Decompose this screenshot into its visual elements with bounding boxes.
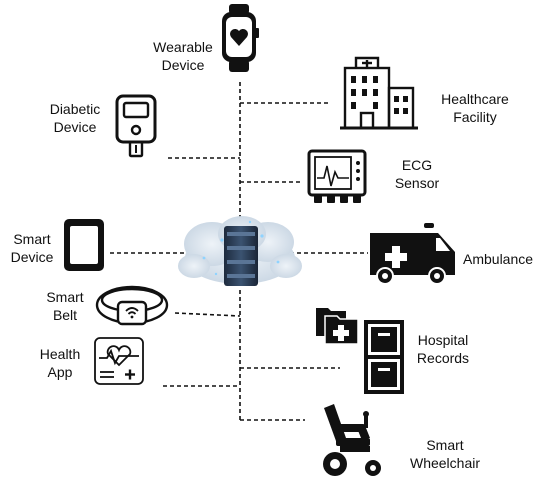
- healthcare-facility-label: Healthcare Facility: [432, 90, 518, 126]
- diabetic-device-label-line2: Device: [53, 119, 97, 135]
- healthcare-facility-label-line2: Facility: [453, 109, 497, 125]
- smart-belt-label-line1: Smart: [46, 289, 84, 305]
- ambulance-label-line1: Ambulance: [463, 251, 534, 267]
- wheelchair-icon: [323, 404, 381, 476]
- smart-belt-label-line2: Belt: [52, 307, 78, 323]
- wearable-device-label-line1: Wearable: [153, 39, 213, 55]
- ecg-sensor-label-line1: ECG: [401, 157, 433, 173]
- health-app-label-line2: App: [47, 364, 73, 380]
- smart-wheelchair-label-line1: Smart: [426, 437, 464, 453]
- tablet-icon: [64, 219, 104, 271]
- ambulance-label: Ambulance: [463, 250, 545, 268]
- smart-device-label-line1: Smart: [13, 231, 51, 247]
- ecg-monitor-icon: [307, 149, 367, 203]
- hospital-records-label-line1: Hospital: [417, 332, 469, 348]
- wearable-device-label-line2: Device: [161, 57, 205, 73]
- smart-belt-icon: [95, 285, 169, 326]
- cloud-server-icon: [178, 216, 302, 286]
- hospital-records-label-line2: Records: [416, 350, 470, 366]
- smart-device-label-line2: Device: [10, 249, 54, 265]
- health-app-label: Health App: [32, 345, 88, 381]
- health-app-label-line1: Health: [39, 346, 81, 362]
- smart-belt-label: Smart Belt: [40, 288, 90, 324]
- link-smart-belt: [174, 312, 241, 317]
- hospital-records-icon: [316, 308, 404, 394]
- diabetic-device-label: Diabetic Device: [42, 100, 108, 136]
- ambulance-icon: [370, 223, 455, 285]
- glucose-meter-icon: [115, 94, 157, 158]
- smartwatch-icon: [222, 4, 259, 72]
- ecg-sensor-label: ECG Sensor: [386, 156, 448, 192]
- smart-wheelchair-label: Smart Wheelchair: [400, 436, 490, 472]
- connector-lines: [110, 82, 368, 421]
- hospital-building-icon: [340, 56, 418, 130]
- diabetic-device-label-line1: Diabetic: [49, 101, 101, 117]
- hospital-records-label: Hospital Records: [408, 331, 478, 367]
- wearable-device-label: Wearable Device: [145, 38, 221, 74]
- ecg-sensor-label-line2: Sensor: [394, 175, 440, 191]
- smart-device-label: Smart Device: [4, 230, 60, 266]
- health-app-icon: [94, 337, 144, 385]
- smart-wheelchair-label-line2: Wheelchair: [409, 455, 481, 471]
- healthcare-facility-label-line1: Healthcare: [441, 91, 509, 107]
